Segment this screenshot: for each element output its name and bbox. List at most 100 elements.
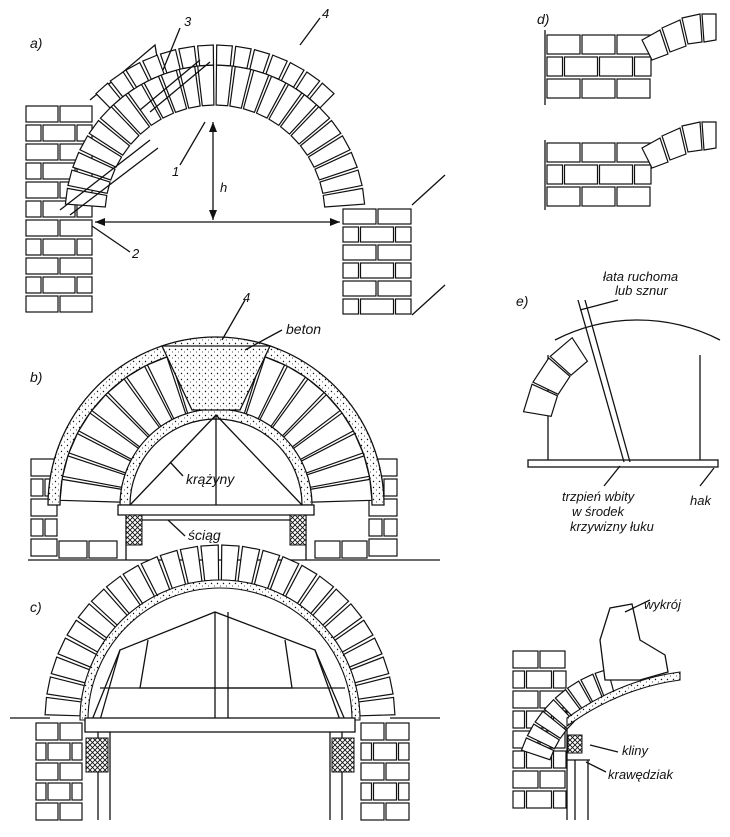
label-number-1: 1 <box>172 164 180 179</box>
voussoir <box>265 54 289 80</box>
voussoir <box>319 169 363 195</box>
brick <box>342 226 360 243</box>
label-wykroj: wykrój <box>644 597 681 612</box>
voussoir <box>314 151 358 181</box>
brick <box>598 56 634 77</box>
brick <box>58 540 88 559</box>
label-krawedziak: krawędziak <box>608 767 674 782</box>
brick <box>59 257 93 275</box>
brick <box>360 782 373 801</box>
panel-e <box>522 299 721 487</box>
voussoir <box>307 135 351 168</box>
left-brick-wall-a <box>25 105 93 313</box>
brick <box>372 782 398 801</box>
panel-c <box>10 544 440 821</box>
brick <box>633 56 652 77</box>
label-panel-d: d) <box>537 11 550 27</box>
brick <box>368 518 383 537</box>
brick <box>42 276 76 294</box>
brick <box>546 34 581 55</box>
brick <box>59 295 93 313</box>
voussoir <box>99 105 140 145</box>
brick <box>546 56 564 77</box>
voussoir <box>159 48 181 74</box>
brick <box>360 742 373 761</box>
voussoir <box>200 544 220 582</box>
brick <box>35 722 59 741</box>
brick-wall-detail <box>512 650 567 809</box>
brick <box>76 238 93 256</box>
arch-voussoirs-b <box>59 348 373 503</box>
voussoir <box>64 187 108 208</box>
brick <box>397 782 410 801</box>
brick <box>512 650 539 669</box>
label-number-4-b: 4 <box>243 290 251 305</box>
brick <box>360 762 385 781</box>
brick <box>25 200 42 218</box>
brick <box>59 762 83 781</box>
brick <box>525 670 553 689</box>
brick <box>59 722 83 741</box>
brick <box>342 262 360 279</box>
voussoir <box>661 127 687 161</box>
arch-voussoirs-e <box>522 336 589 418</box>
brick <box>342 280 377 297</box>
brick <box>581 34 616 55</box>
voussoir <box>95 82 122 109</box>
brick <box>35 762 59 781</box>
brick <box>598 164 634 185</box>
brick <box>552 670 567 689</box>
voussoir <box>109 71 135 98</box>
right-brick-wall-a <box>342 208 412 315</box>
voussoir <box>526 723 561 750</box>
brick <box>397 742 410 761</box>
brick <box>30 538 58 557</box>
voussoir <box>681 13 703 45</box>
voussoir <box>641 29 669 61</box>
voussoir <box>299 119 342 156</box>
brick <box>314 540 341 559</box>
arch-voussoirs-a <box>64 44 366 208</box>
brick <box>47 742 71 761</box>
label-number-4-a: 4 <box>322 6 330 21</box>
voussoir <box>549 336 589 376</box>
label-hak: hak <box>690 493 711 508</box>
brick <box>35 742 47 761</box>
brick <box>359 298 395 315</box>
voussoir <box>532 357 571 396</box>
brick <box>25 181 59 199</box>
brick <box>30 478 44 497</box>
brick <box>377 208 412 225</box>
panel-d <box>544 13 717 210</box>
brick <box>512 750 526 769</box>
voussoir <box>88 119 131 156</box>
label-number-3: 3 <box>184 14 192 29</box>
brick <box>377 244 412 261</box>
left-brick-wall-c <box>35 722 83 821</box>
brick <box>372 742 398 761</box>
brick <box>35 802 59 821</box>
brick <box>59 219 93 237</box>
brick <box>377 280 412 297</box>
voussoir <box>249 48 271 74</box>
brick <box>512 790 526 809</box>
brick <box>512 770 539 789</box>
label-lata-line2: lub sznur <box>615 283 668 298</box>
voussoir <box>534 710 568 740</box>
brick <box>25 295 59 313</box>
brick <box>368 538 398 557</box>
label-panel-a: a) <box>30 35 43 51</box>
voussoir <box>232 45 252 70</box>
label-beton: beton <box>286 321 322 337</box>
brick <box>42 124 76 142</box>
voussoir <box>661 19 687 53</box>
brick <box>359 226 395 243</box>
brick <box>546 78 581 99</box>
brick <box>25 276 42 294</box>
label-panel-c: c) <box>30 599 42 615</box>
brick <box>25 257 59 275</box>
voussoir <box>280 61 305 89</box>
brick-wall-d-top <box>546 13 717 99</box>
label-panel-e: e) <box>516 293 529 309</box>
voussoir <box>215 64 233 107</box>
